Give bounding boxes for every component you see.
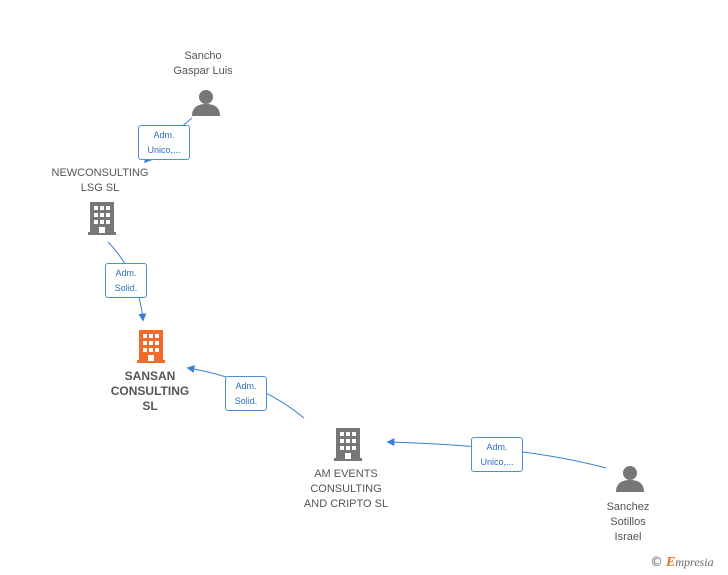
person-icon[interactable] bbox=[616, 466, 644, 492]
edge-label-role[interactable]: Adm. Unico,... bbox=[471, 437, 523, 472]
building-icon[interactable] bbox=[88, 202, 116, 235]
node-label-amevents[interactable]: AM EVENTS CONSULTING AND CRIPTO SL bbox=[303, 468, 389, 510]
building-icon-focus[interactable] bbox=[137, 330, 165, 363]
node-label-sancho[interactable]: Sancho Gaspar Luis bbox=[173, 50, 233, 77]
edge-label-role[interactable]: Adm. Unico,... bbox=[138, 125, 190, 160]
brand-initial: E bbox=[666, 555, 676, 570]
node-label-newconsulting[interactable]: NEWCONSULTING LSG SL bbox=[51, 167, 149, 194]
building-icon[interactable] bbox=[334, 428, 362, 461]
node-label-sansan[interactable]: SANSAN CONSULTING SL bbox=[110, 369, 190, 413]
copyright-symbol: © bbox=[650, 555, 663, 570]
edge-label-role[interactable]: Adm. Solid. bbox=[225, 376, 267, 411]
edge-label-role[interactable]: Adm. Solid. bbox=[105, 263, 147, 298]
brand-name: mpresia bbox=[675, 555, 714, 569]
node-label-sanchez[interactable]: Sanchez Sotillos Israel bbox=[606, 501, 650, 543]
person-icon[interactable] bbox=[192, 90, 220, 116]
brand-logo: © Empresia bbox=[650, 555, 714, 571]
